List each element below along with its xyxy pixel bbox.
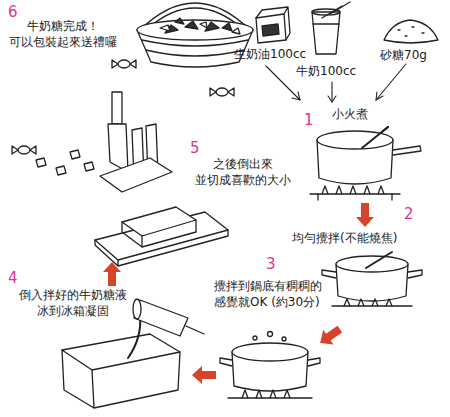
step-text: 之後倒出來 並切成喜歡的大小: [192, 156, 294, 188]
step-arrow-part: [192, 366, 216, 384]
cooking-pot: [310, 127, 421, 200]
step-text: 均勻攪拌(不能燒焦): [292, 230, 397, 246]
candy-block-tray-part: [122, 207, 196, 236]
knife-and-candies-part: [108, 124, 128, 172]
wrapped-candy-part: [18, 146, 30, 154]
cream-carton-part: [262, 24, 279, 36]
wrapped-candy-part: [12, 146, 36, 154]
cooking-pot-part: [318, 194, 392, 200]
step-text: 牛奶糖完成！ 可以包裝起來送禮囉: [6, 18, 120, 50]
milk-glass-part: [312, 12, 340, 54]
simmering-pot: [220, 332, 320, 399]
cooking-pot-part: [310, 193, 400, 194]
simmering-pot-part: [268, 332, 273, 337]
simmering-pot-part: [232, 343, 308, 361]
cooking-pot-part: [322, 186, 384, 194]
candy-basket-part: [160, 22, 240, 34]
pouring-pan-part: [128, 316, 140, 358]
knife-and-candies-part: [100, 158, 172, 192]
step-number: 4: [8, 270, 18, 286]
stirring-pot-part: [322, 270, 422, 278]
ingredient-arrows-part: [376, 64, 406, 100]
wrapped-candy-part: [216, 88, 228, 96]
milk-glass-part: [313, 23, 339, 24]
step-text: 砂糖70g: [380, 47, 427, 63]
sugar-pile: [384, 20, 438, 43]
wrapped-candy-part: [112, 60, 136, 68]
ingredient-arrows-part: [266, 66, 300, 100]
step-number: 1: [304, 112, 314, 128]
cream-carton-part: [256, 7, 290, 40]
milk-glass: [312, 2, 350, 54]
wrapped-candy-part: [118, 60, 130, 68]
step-text: 生奶油100cc: [234, 46, 306, 62]
wrapped-candy-part: [210, 88, 234, 96]
pouring-pan-part: [62, 334, 180, 370]
ingredient-arrows-part: [328, 96, 336, 102]
stirring-pot-part: [344, 299, 392, 306]
step-text: 倒入拌好的牛奶糖液 冰到冰箱凝固: [16, 287, 130, 319]
step-text: 牛奶100cc: [296, 63, 356, 79]
sugar-pile-part: [398, 27, 424, 36]
candy-block-tray: [95, 207, 228, 266]
step-arrow-part: [356, 203, 374, 227]
step-arrow-part: [103, 262, 121, 286]
simmering-pot-part: [282, 337, 286, 341]
knife-and-candies-part: [36, 150, 94, 175]
step-text: 小火煮: [332, 106, 368, 122]
simmering-pot-part: [220, 358, 320, 366]
ingredient-arrows: [266, 64, 406, 102]
knife-and-candies: [36, 92, 172, 192]
cream-carton: [256, 7, 290, 43]
candy-block-tray-part: [122, 220, 196, 247]
ingredient-arrows-part: [331, 82, 332, 102]
simmering-pot-part: [253, 336, 257, 340]
candy-basket-part: [165, 18, 232, 33]
stirring-pot: [322, 252, 422, 306]
ingredient-arrows-part: [376, 92, 383, 100]
step-arrow: [103, 203, 374, 384]
pouring-pan-part: [134, 300, 188, 336]
cooking-pot-part: [362, 127, 388, 148]
cooking-pot-part: [393, 146, 421, 155]
step-number: 3: [266, 256, 276, 272]
cooking-pot-part: [317, 131, 393, 149]
cream-carton-part: [256, 14, 286, 43]
candy-block-tray-part: [95, 230, 228, 266]
knife-and-candies-part: [112, 92, 122, 124]
ingredient-arrows-part: [292, 92, 300, 100]
pouring-pan-part: [62, 350, 180, 408]
step-number: 5: [190, 140, 200, 156]
step-number: 2: [404, 206, 414, 222]
milk-glass-part: [322, 6, 342, 18]
sugar-pile-part: [384, 20, 438, 43]
step-number: 6: [8, 4, 18, 20]
stirring-pot-part: [366, 252, 392, 268]
pouring-pan-part: [186, 326, 204, 334]
pouring-pan-part: [133, 299, 141, 319]
step-arrow-part: [315, 322, 345, 351]
simmering-pot-part: [242, 390, 290, 398]
milk-glass-part: [330, 2, 350, 14]
candy-basket-part: [142, 40, 248, 56]
step-text: 攪拌到鍋底有稠稠的 感覺就OK (約30分): [214, 278, 328, 310]
